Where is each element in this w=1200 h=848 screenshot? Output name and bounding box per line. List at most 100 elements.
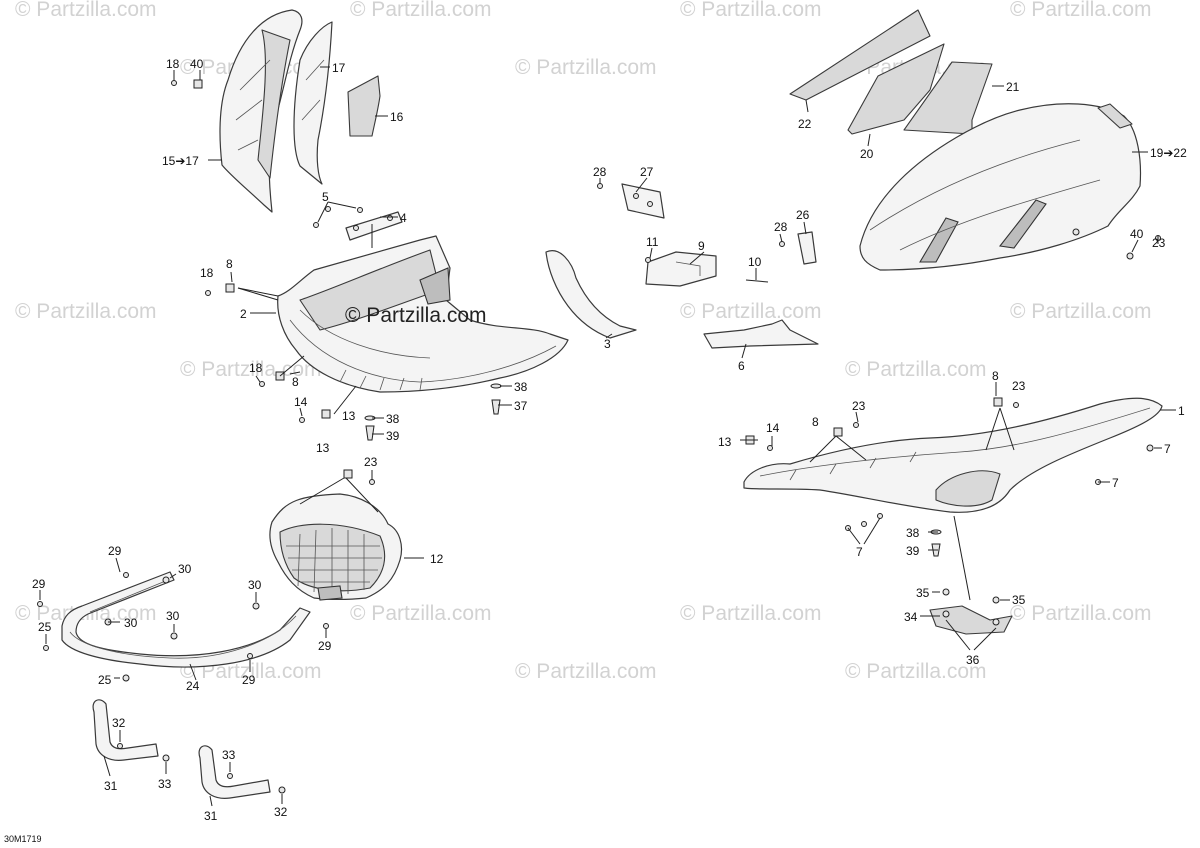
bracket-9 [645, 251, 717, 287]
tunnel-1 [743, 397, 1163, 513]
front-side-panel [219, 9, 303, 213]
callout-label: 38 [514, 380, 528, 394]
callout-label: 30 [166, 609, 180, 623]
callout-label: 9 [698, 239, 705, 253]
watermark: © Partzilla.com [680, 602, 822, 625]
callout-label: 19➔22 [1150, 146, 1187, 160]
callout-label: 33 [158, 777, 172, 791]
callout-label: 18 [200, 266, 214, 280]
watermark: © Partzilla.com [180, 358, 322, 381]
callout-labels: 18 40 15➔17 17 16 5 4 18 8 2 18 8 14 13 … [4, 57, 1187, 844]
callout-label: 5 [322, 190, 329, 204]
watermark: © Partzilla.com [515, 56, 657, 79]
clip-26 [797, 231, 817, 265]
callout-label: 12 [430, 552, 444, 566]
callout-label: 18 [249, 361, 263, 375]
callout-label: 40 [190, 57, 204, 71]
grille-12 [269, 493, 403, 601]
callout-label: 39 [386, 429, 400, 443]
callout-label: 10 [748, 255, 762, 269]
watermark: © Partzilla.com [1010, 0, 1152, 21]
watermark: © Partzilla.com [15, 300, 157, 323]
callout-label: 17 [332, 61, 346, 75]
callout-label: 29 [242, 673, 256, 687]
callout-label: 35 [1012, 593, 1026, 607]
callout-label: 33 [222, 748, 236, 762]
hardware [37, 79, 1161, 794]
side-panel-19 [859, 103, 1142, 271]
callout-label: 23 [364, 455, 378, 469]
callout-label: 8 [992, 369, 999, 383]
plate-4 [345, 211, 403, 241]
callout-label: 7 [1112, 476, 1119, 490]
watermark: © Partzilla.com [350, 0, 492, 21]
callout-label: 2 [240, 307, 247, 321]
callout-label: 35 [916, 586, 930, 600]
callout-label: 30 [124, 616, 138, 630]
watermark: © Partzilla.com [15, 0, 157, 21]
callout-label: 31 [104, 779, 118, 793]
bracket-6 [703, 319, 819, 349]
handle-31-lower [198, 745, 271, 799]
watermark: © Partzilla.com [350, 602, 492, 625]
watermark: © Partzilla.com [845, 660, 987, 683]
watermark: © Partzilla.com [680, 300, 822, 323]
watermark: © Partzilla.com [515, 660, 657, 683]
watermark: © Partzilla.com [1010, 602, 1152, 625]
callout-label: 13 [342, 409, 356, 423]
callout-label: 8 [226, 257, 233, 271]
windshield-22 [789, 9, 931, 101]
callout-label: 16 [390, 110, 404, 124]
callout-label: 8 [812, 415, 819, 429]
callout-label: 14 [766, 421, 780, 435]
watermark: © Partzilla.com [845, 358, 987, 381]
callout-label: 34 [904, 610, 918, 624]
callout-label: 28 [774, 220, 788, 234]
callout-label: 15➔17 [162, 154, 199, 168]
watermark: © Partzilla.com [345, 304, 487, 327]
callout-label: 6 [738, 359, 745, 373]
callout-label: 20 [860, 147, 874, 161]
callout-label: 4 [400, 211, 407, 225]
callout-label: 11 [646, 235, 659, 249]
plate-36 [929, 605, 1013, 635]
callout-label: 13 [718, 435, 732, 449]
belly-pan [277, 235, 569, 393]
callout-label: 30 [248, 578, 262, 592]
watermark: © Partzilla.com [680, 0, 822, 21]
callout-label: 1 [1178, 404, 1185, 418]
callout-label: 8 [292, 375, 299, 389]
watermark: © Partzilla.com [1010, 300, 1152, 323]
watermark-layer: © Partzilla.com © Partzilla.com © Partzi… [15, 0, 1152, 683]
inner-side-panel [293, 21, 333, 185]
panel-21 [903, 61, 993, 135]
bracket-27 [621, 183, 665, 219]
bracket-3 [545, 250, 637, 339]
callout-label: 14 [294, 395, 308, 409]
callout-label: 29 [108, 544, 122, 558]
callout-label: 21 [1006, 80, 1020, 94]
callout-label: 25 [38, 620, 52, 634]
callout-label: 29 [318, 639, 332, 653]
callout-label: 30 [178, 562, 192, 576]
callout-label: 25 [98, 673, 112, 687]
callout-label: 37 [514, 399, 528, 413]
leader-lines [39, 66, 1176, 807]
callout-label: 39 [906, 544, 920, 558]
callout-label: 31 [204, 809, 218, 823]
drawing-code: 30M1719 [4, 834, 42, 844]
callout-label: 38 [386, 412, 400, 426]
callout-label: 18 [166, 57, 180, 71]
callout-label: 3 [604, 337, 611, 351]
callout-label: 40 [1130, 227, 1144, 241]
callout-label: 13 [316, 441, 330, 455]
callout-label: 36 [966, 653, 980, 667]
callout-label: 38 [906, 526, 920, 540]
callout-label: 27 [640, 165, 654, 179]
handle-31-upper [92, 699, 159, 761]
callout-label: 23 [852, 399, 866, 413]
callout-label: 24 [186, 679, 200, 693]
callout-label: 7 [856, 545, 863, 559]
callout-label: 28 [593, 165, 607, 179]
